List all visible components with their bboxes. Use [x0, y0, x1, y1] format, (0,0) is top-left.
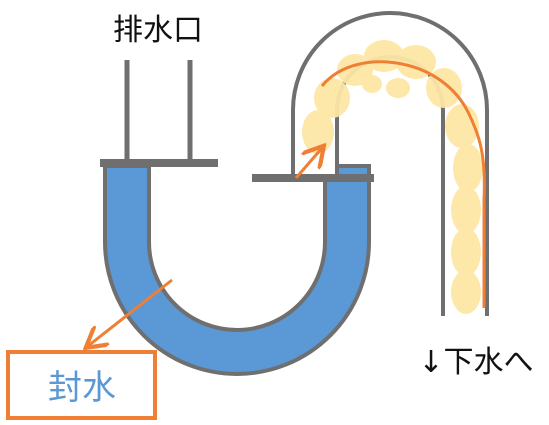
water-seal-label: 封水 [48, 368, 116, 408]
odor-flow-path [320, 60, 486, 308]
drain-opening-label: 排水口 [113, 13, 203, 48]
flow-arrow [294, 148, 322, 179]
inlet-flange [100, 159, 218, 167]
water-seal [107, 168, 367, 372]
water-seal-callout-frame [6, 350, 157, 420]
outlet-flange [252, 174, 374, 182]
to-sewer-label: ↓下水へ [418, 345, 533, 380]
callout-leader-line [88, 278, 173, 346]
